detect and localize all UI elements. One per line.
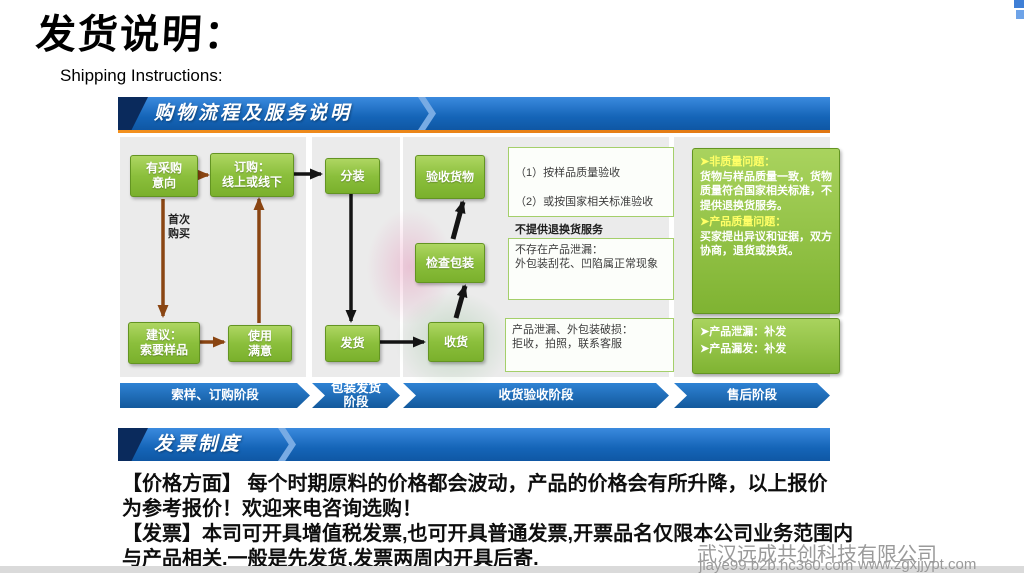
node-satisfied: 使用 满意 xyxy=(228,325,292,362)
scrollbar-fragment[interactable] xyxy=(1014,0,1024,8)
invoice-header-banner: 发票制度 xyxy=(118,428,830,461)
node-pack: 分装 xyxy=(325,158,380,194)
invoice-paragraph-line: 与产品相关.一般是先发货,发票两周内开具后寄. xyxy=(122,548,539,570)
stage-pack-ship: 包装发货 阶段 xyxy=(312,383,400,408)
invoice-paragraph-line: 为参考报价！欢迎来电咨询选购！ xyxy=(122,498,422,520)
banner-chevron-icon xyxy=(418,97,436,130)
node-inspect-goods: 验收货物 xyxy=(415,155,485,199)
watermark-site-url: www.zgxjjypt.com xyxy=(858,556,977,573)
invoice-paragraph-line: 【价格方面】 每个时期原料的价格都会波动，产品的价格会有所升降，以上报价 xyxy=(122,473,828,495)
note-inspect-line3: 不提供退换货服务 xyxy=(515,224,603,237)
banner-left-wedge-shape xyxy=(118,97,148,130)
note-receive: 产品泄漏、外包装破损： 拒收，拍照，联系客服 xyxy=(505,318,674,372)
node-receive: 收货 xyxy=(428,322,484,362)
label-first-buy: 首次 购买 xyxy=(168,214,190,241)
aftersale-q1-body: 货物与样品质量一致，货物质量符合国家相关标准，不提供退换货服务。 xyxy=(700,170,832,212)
note-inspect: （1）按样品质量验收 （2）或按国家相关标准验收 不提供退换货服务 xyxy=(508,147,674,236)
watermark-shop-url: jiaye99.b2b.hc360.com xyxy=(699,557,854,574)
note-check-package: 不存在产品泄漏： 外包装刮花、凹陷属正常现象 xyxy=(508,238,674,300)
orange-divider xyxy=(118,130,830,133)
flow-header-title: 购物流程及服务说明 xyxy=(154,103,353,124)
aftersale-reissue-panel: ➤产品泄漏：补发 ➤产品漏发：补发 xyxy=(692,318,840,374)
banner-left-wedge-shape xyxy=(118,428,148,461)
aftersale-q1-title: ➤非质量问题： xyxy=(700,156,776,168)
aftersale-policy-panel: ➤非质量问题： 货物与样品质量一致，货物质量符合国家相关标准，不提供退换货服务。… xyxy=(692,148,840,314)
node-order: 订购： 线上或线下 xyxy=(210,153,294,197)
flow-header-banner: 购物流程及服务说明 xyxy=(118,97,830,130)
aftersale-leak: ➤产品泄漏：补发 xyxy=(700,326,787,338)
node-request-sample: 建议： 索要样品 xyxy=(128,322,200,364)
watermark-company: 武汉远成共创科技有限公司 xyxy=(697,544,937,566)
banner-chevron-icon xyxy=(278,428,296,461)
node-purchase-intent: 有采购 意向 xyxy=(130,155,198,197)
bottom-border-strip xyxy=(0,566,1024,573)
aftersale-q2-body: 买家提出异议和证据，双方协商，退货或换货。 xyxy=(700,230,832,258)
aftersale-short-ship: ➤产品漏发：补发 xyxy=(700,342,787,355)
page-title: 发货说明： xyxy=(34,11,248,58)
stage-receive-inspect: 收货验收阶段 xyxy=(403,383,669,408)
flow-diagram: 购物流程及服务说明 有采购 意向 订购： 线上或线下 首次 购买 建议： 索要样… xyxy=(118,97,840,412)
stage-after-sale: 售后阶段 xyxy=(674,383,830,408)
aftersale-q2-title: ➤产品质量问题： xyxy=(700,216,787,229)
node-ship: 发货 xyxy=(325,325,380,362)
note-inspect-line2: （2）或按国家相关标准验收 xyxy=(515,195,654,208)
invoice-paragraph-line: 【发票】本司可开具增值税发票,也可开具普通发票,开票品名仅限本公司业务范围内 xyxy=(122,523,854,545)
invoice-header-title: 发票制度 xyxy=(154,434,243,455)
page-subtitle: Shipping Instructions: xyxy=(60,66,223,85)
note-inspect-line1: （1）按样品质量验收 xyxy=(515,167,621,180)
scrollbar-fragment[interactable] xyxy=(1016,10,1024,19)
node-check-package: 检查包装 xyxy=(415,243,485,283)
stage-sampling-order: 索样、订购阶段 xyxy=(120,383,310,408)
